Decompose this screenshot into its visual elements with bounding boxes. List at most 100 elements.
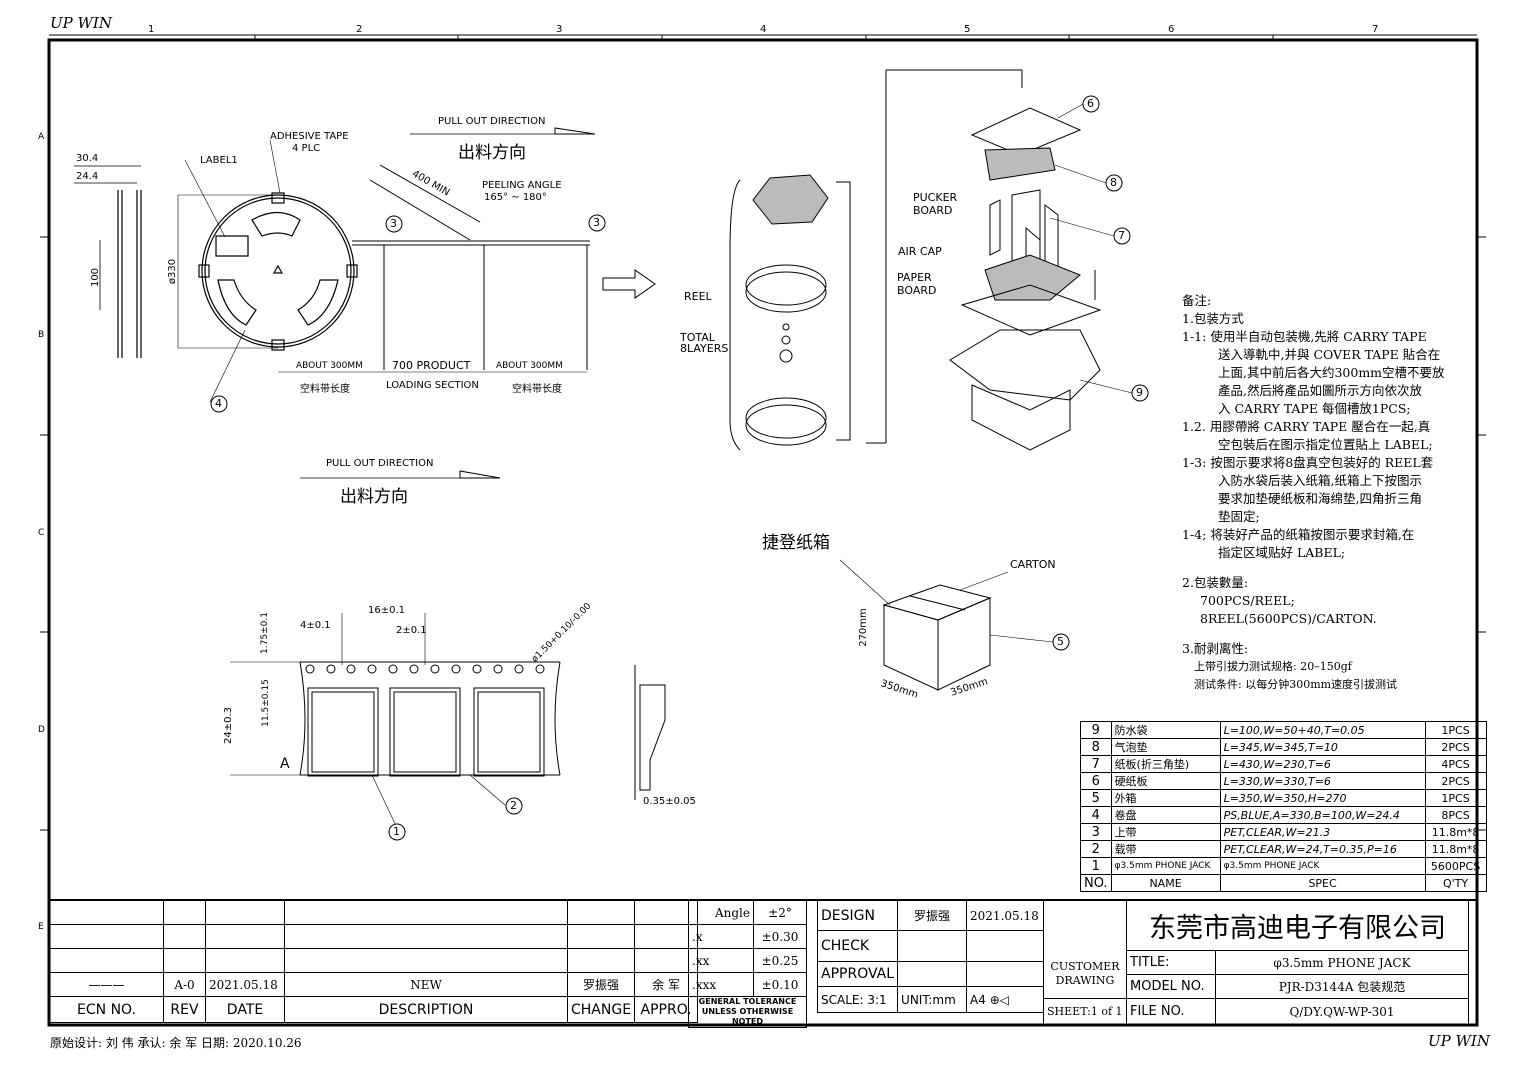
revision-row: ——— A-0 2021.05.18 NEW 罗振强 余 军 <box>49 972 699 997</box>
customer-label: CUSTOMER <box>1050 960 1120 974</box>
tol-xx: .xx <box>688 948 754 973</box>
note-line <box>1182 562 1445 574</box>
bom-qty: 8PCS <box>1424 806 1487 824</box>
label1-text: LABEL1 <box>200 155 238 166</box>
dim-30-4: 30.4 <box>76 153 99 164</box>
bom-no: 6 <box>1080 772 1112 790</box>
revision-header: ECN NO. REV DATE DESCRIPTION CHANGE APPR… <box>49 996 699 1023</box>
grid-row-e: E <box>38 922 44 932</box>
bom-qty: 1PCS <box>1424 789 1487 807</box>
carton-label: CARTON <box>1010 558 1056 571</box>
adhesive-tape-label: ADHESIVE TAPE <box>270 131 349 142</box>
note-line: 1-1: 使用半自动包装機,先將 CARRY TAPE <box>1182 329 1427 344</box>
bom-header-qty: Q'TY <box>1424 874 1487 892</box>
grid-row-b: B <box>38 330 45 340</box>
bom-no: 9 <box>1080 721 1112 739</box>
file-label: FILE NO. <box>1126 998 1216 1025</box>
empty-length-right: 空料带长度 <box>512 384 562 395</box>
bom-qty: 4PCS <box>1424 755 1487 773</box>
note-line: 2.包装數量: <box>1182 575 1249 590</box>
bom-spec: L=345,W=345,T=10 <box>1219 738 1426 756</box>
tol-xxx-value: ±0.10 <box>753 972 807 997</box>
note-line: 產品,然后將產品如圖所示方向依次放 <box>1218 383 1422 398</box>
bom-no: 7 <box>1080 755 1112 773</box>
company-name: 东莞市高迪电子有限公司 <box>1126 900 1469 951</box>
peeling-angle-label: PEELING ANGLE <box>482 180 562 191</box>
bom-name: 外箱 <box>1110 789 1221 807</box>
notes-block: 备注: 1.包装方式 1-1: 使用半自动包装機,先將 CARRY TAPE 送… <box>1182 292 1445 694</box>
product-700: 700 PRODUCT <box>392 359 471 372</box>
dim-100: 100 <box>90 267 102 288</box>
rev-header-change: CHANGE <box>566 996 636 1023</box>
tol-angle: Angle <box>688 900 754 925</box>
bom-header-name: NAME <box>1110 874 1221 892</box>
dim-thickness: 0.35±0.05 <box>643 796 696 807</box>
note-line: 3.耐剥离性: <box>1182 641 1249 656</box>
grid-col-3: 3 <box>556 24 563 35</box>
callout-8: 8 <box>1110 176 1117 189</box>
layers-label: 8LAYERS <box>680 342 729 355</box>
title-value: φ3.5mm PHONE JACK <box>1215 950 1469 975</box>
note-line: 垫固定; <box>1218 509 1260 524</box>
bom-spec: L=430,W=230,T=6 <box>1219 755 1426 773</box>
projection-icon: ⊕◁ <box>989 992 1009 1007</box>
air-cap-label: AIR CAP <box>898 245 942 258</box>
grid-row-a: A <box>38 132 45 142</box>
carton-title: 捷登纸箱 <box>762 533 830 553</box>
bom-no: 1 <box>1080 857 1112 875</box>
check-label: CHECK <box>816 930 899 962</box>
tol-xx-value: ±0.25 <box>753 948 807 973</box>
grid-col-7: 7 <box>1372 24 1379 35</box>
bom-spec: PET,CLEAR,W=24,T=0.35,P=16 <box>1219 840 1426 858</box>
empty-length-left: 空料带长度 <box>300 384 350 395</box>
note-line: 1-3: 按图示要求将8盘真空包装好的 REEL套 <box>1182 455 1434 470</box>
callout-6: 6 <box>1087 97 1094 110</box>
bom-spec: PS,BLUE,A=330,B=100,W=24.4 <box>1219 806 1426 824</box>
model-label: MODEL NO. <box>1126 974 1216 999</box>
bom-qty: 2PCS <box>1424 772 1487 790</box>
unit-label: UNIT:mm <box>897 986 968 1013</box>
dim-2: 2±0.1 <box>396 625 427 636</box>
grid-col-4: 4 <box>760 24 767 35</box>
tol-xxx: .xxx <box>688 972 754 997</box>
pull-out-direction-top: PULL OUT DIRECTION <box>438 116 546 127</box>
dim-24-4: 24.4 <box>76 171 99 182</box>
bom-no: 4 <box>1080 806 1112 824</box>
section-a: A <box>280 756 290 772</box>
bom-header-spec: SPEC <box>1219 874 1426 892</box>
bom-name: 硬纸板 <box>1110 772 1221 790</box>
dim-4: 4±0.1 <box>300 620 331 631</box>
bom-name: 气泡垫 <box>1110 738 1221 756</box>
bom-spec: φ3.5mm PHONE JACK <box>1219 857 1426 875</box>
bom-qty: 11.8m*8 <box>1424 840 1487 858</box>
column-ticks <box>40 35 1486 831</box>
callout-circles <box>210 95 1149 841</box>
bom-qty: 1PCS <box>1424 721 1487 739</box>
reel-front-view <box>177 139 358 403</box>
dim-115: 11.5±0.15 <box>260 679 271 727</box>
reel-stack-view <box>729 69 1102 451</box>
rev-header-rev: REV <box>163 996 206 1023</box>
revision-table: ——— A-0 2021.05.18 NEW 罗振强 余 军 ECN NO. R… <box>49 900 699 1023</box>
dim-330: ø330 <box>167 258 179 285</box>
tol-angle-value: ±2° <box>753 900 807 925</box>
paper-size: A4 <box>970 992 986 1007</box>
reel-label: REEL <box>684 290 712 303</box>
grid-row-c: C <box>38 528 45 538</box>
callout-3a: 3 <box>390 217 397 230</box>
bom-name: 载带 <box>1110 840 1221 858</box>
grid-row-d: D <box>38 725 45 735</box>
note-line: 测试条件: 以每分钟300mm速度引拔测试 <box>1194 678 1398 691</box>
grid-col-1: 1 <box>148 24 155 35</box>
corner-text-top-left: UP WIN <box>50 14 112 32</box>
flow-arrow <box>602 269 656 299</box>
design-date: 2021.05.18 <box>966 900 1045 931</box>
tolerance-table: Angle±2° .x±0.30 .xx±0.25 .xxx±0.10 GENE… <box>688 900 807 1028</box>
callout-4: 4 <box>215 397 222 410</box>
